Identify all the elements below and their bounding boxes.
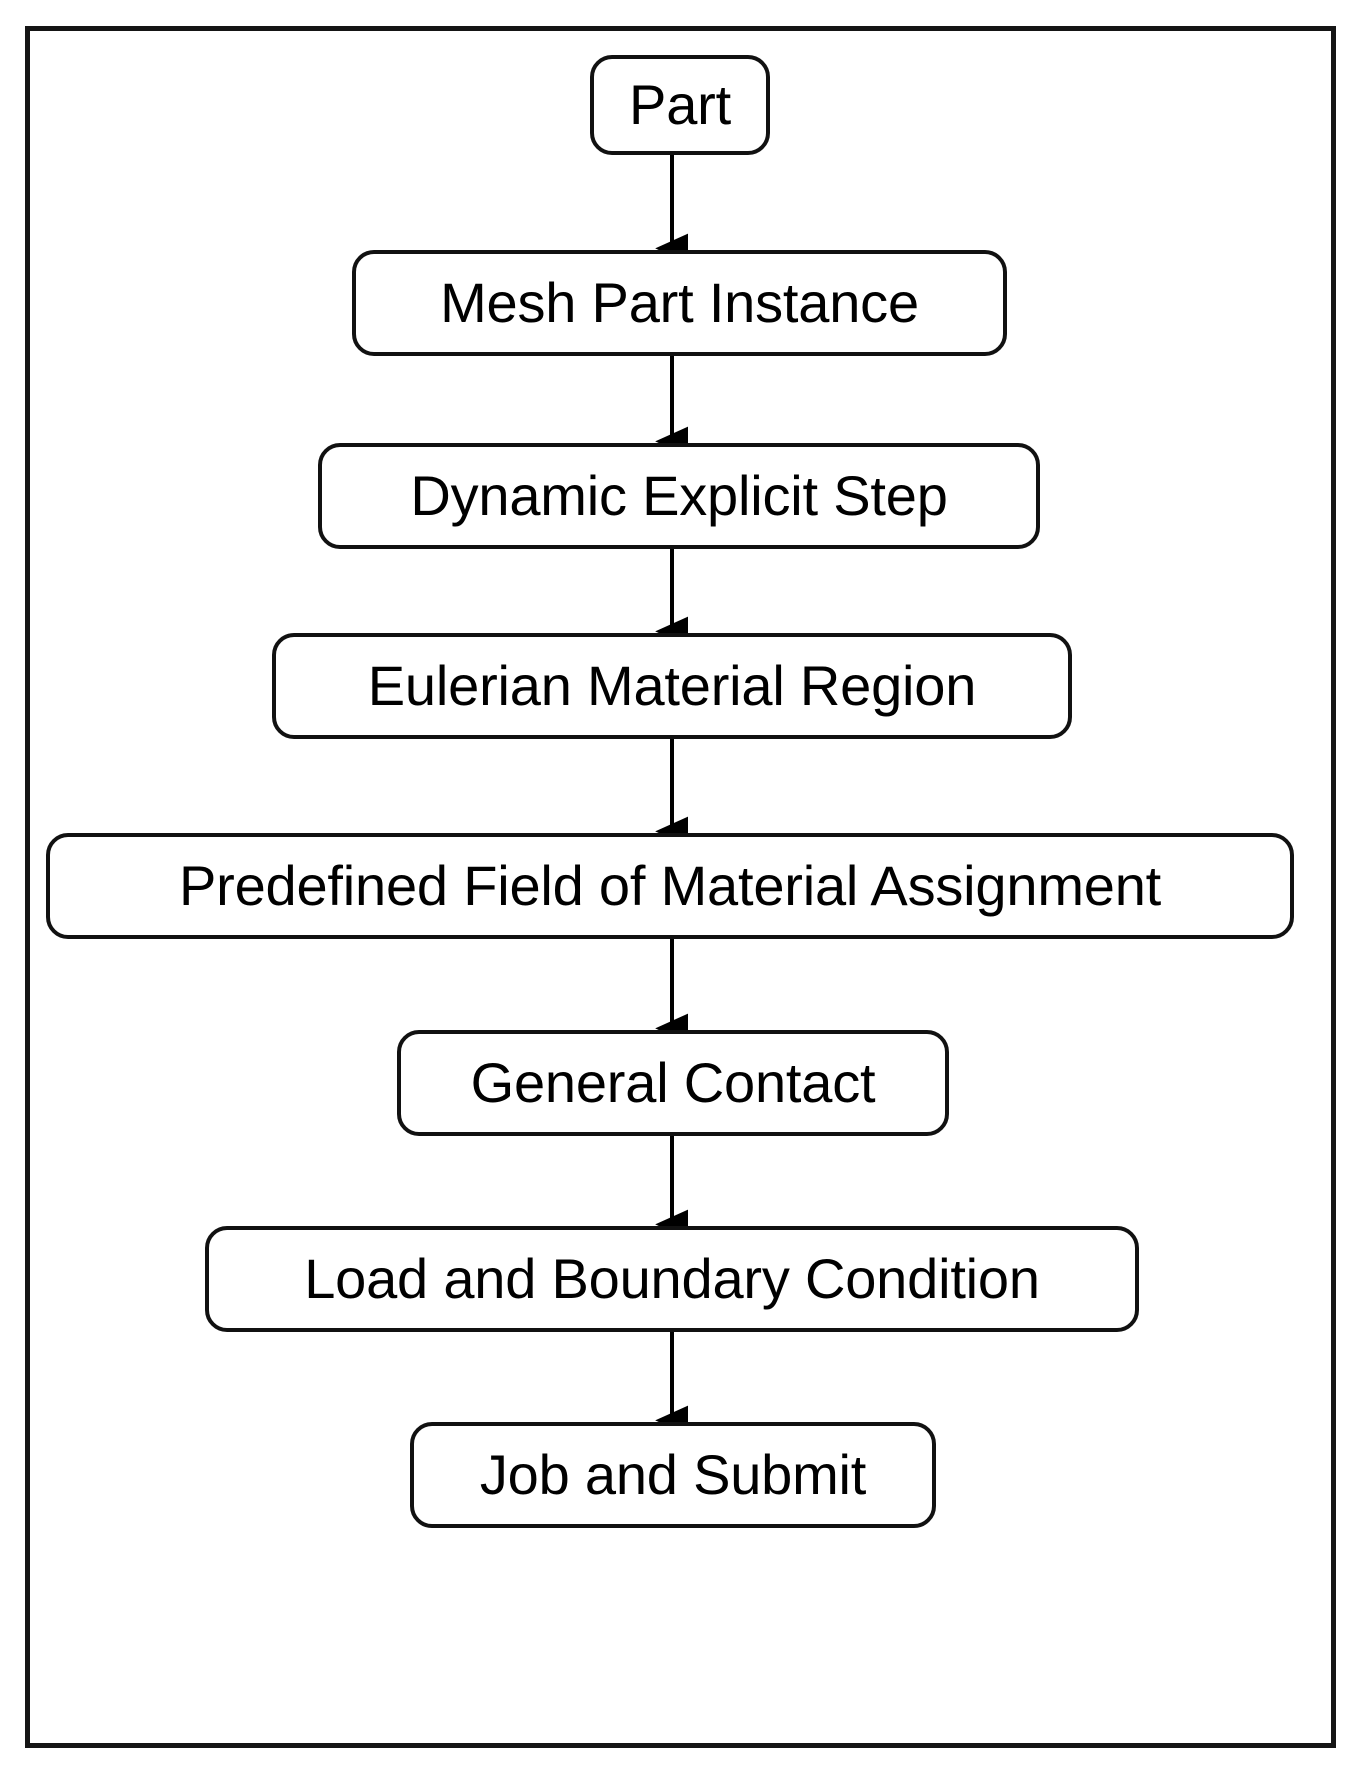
- node-dynamic-explicit-step-label: Dynamic Explicit Step: [410, 464, 948, 527]
- node-job-and-submit[interactable]: Job and Submit: [410, 1422, 936, 1528]
- node-part[interactable]: Part: [590, 55, 770, 155]
- node-eulerian-material-region-label: Eulerian Material Region: [367, 654, 977, 717]
- node-load-and-boundary-condition-label: Load and Boundary Condition: [304, 1247, 1040, 1310]
- node-dynamic-explicit-step[interactable]: Dynamic Explicit Step: [318, 443, 1040, 549]
- node-part-label: Part: [629, 73, 731, 136]
- node-load-and-boundary-condition[interactable]: Load and Boundary Condition: [205, 1226, 1139, 1332]
- node-job-and-submit-label: Job and Submit: [479, 1443, 867, 1506]
- node-mesh-part-instance-label: Mesh Part Instance: [440, 271, 919, 334]
- node-predefined-field-of-material-assignment-label: Predefined Field of Material Assignment: [178, 854, 1162, 917]
- node-mesh-part-instance[interactable]: Mesh Part Instance: [352, 250, 1007, 356]
- node-predefined-field-of-material-assignment[interactable]: Predefined Field of Material Assignment: [46, 833, 1294, 939]
- node-general-contact-label: General Contact: [470, 1051, 876, 1114]
- node-general-contact[interactable]: General Contact: [397, 1030, 949, 1136]
- node-eulerian-material-region[interactable]: Eulerian Material Region: [272, 633, 1072, 739]
